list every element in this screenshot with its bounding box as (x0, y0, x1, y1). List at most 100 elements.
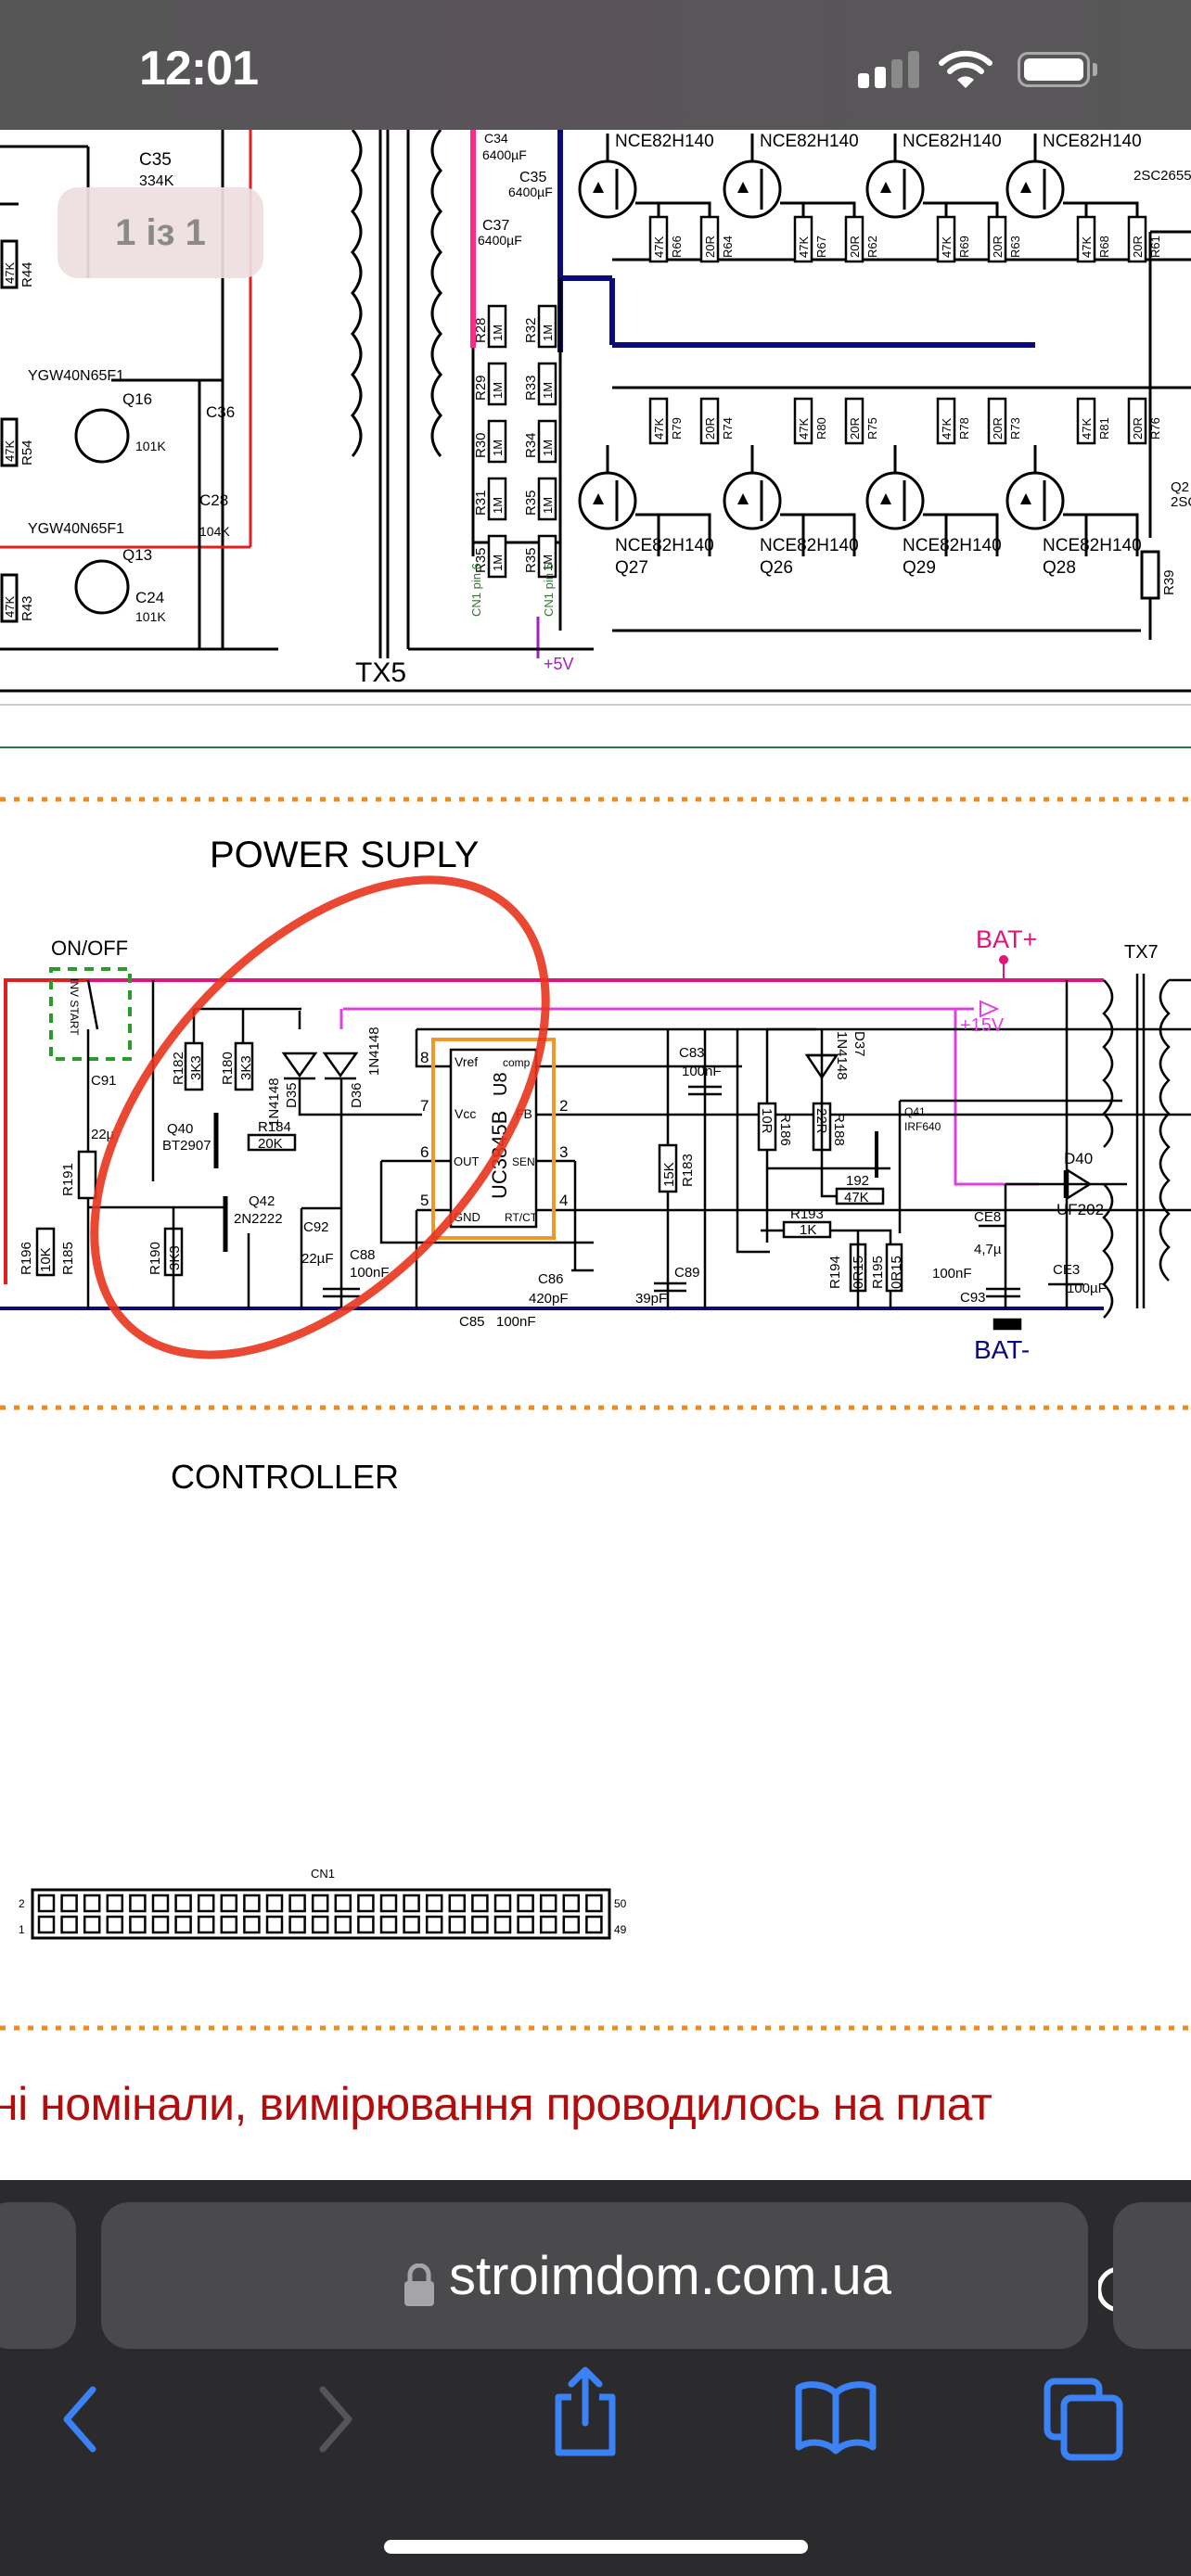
lock-icon (404, 2264, 434, 2306)
tabs-button[interactable] (1044, 2378, 1125, 2461)
label-c35b: C35 (519, 170, 546, 185)
mosfet-gate-wire (803, 513, 856, 556)
cn1-pin (174, 1915, 192, 1934)
label-q16: Q16 (122, 390, 152, 408)
label-r195-value: 0R15 (889, 1256, 904, 1289)
gate-resistor (936, 397, 956, 445)
mosfet-symbol (1005, 471, 1065, 530)
pin-num-8: 8 (420, 1049, 429, 1066)
section-title-power-supply: POWER SUPLY (210, 835, 479, 875)
cn1-pin-grid (37, 1894, 603, 1934)
mosfet-part-label: NCE82H140 (1043, 132, 1142, 151)
gate-resistor-name: R61 (1148, 236, 1162, 258)
mosfet-symbol (1005, 159, 1065, 219)
url-text[interactable]: stroimdom.com.ua (449, 2246, 892, 2306)
label-c93-value: 100nF (932, 1266, 972, 1282)
gate-resistor-name: R67 (814, 236, 828, 258)
label-r180: R180 (220, 1052, 236, 1085)
cn1-pin (220, 1915, 238, 1934)
cn1-pin (357, 1915, 375, 1934)
label-c88: C88 (350, 1247, 376, 1263)
mosfet-gate-wire (1086, 513, 1139, 556)
pin-num-4: 4 (559, 1192, 568, 1209)
gate-resistor-name: R74 (721, 417, 735, 440)
label-cn1: CN1 (311, 1867, 335, 1881)
mosfet-designator: Q26 (760, 558, 793, 578)
cn1-pin (585, 1894, 603, 1913)
gate-resistor-value: 47K (797, 418, 811, 440)
label-igbt-1: YGW40N65F1 (28, 368, 124, 384)
left-resistor-name: R44 (19, 261, 35, 287)
label-r185: R185 (60, 1242, 76, 1275)
power-supply-circuit (0, 967, 1191, 1331)
next-tab-pill[interactable] (1113, 2202, 1191, 2349)
label-plus15v: +15V (960, 1015, 1005, 1036)
label-r39: R39 (1161, 569, 1177, 595)
gate-resistor-value: 47K (940, 418, 954, 440)
cn1-pin (174, 1894, 192, 1913)
ladder-resistor (537, 534, 557, 579)
cn1-pin (448, 1915, 467, 1934)
ladder-resistor-value: 1M (541, 440, 555, 456)
cn1-pin (243, 1894, 261, 1913)
gate-resistor-value: 47K (940, 236, 954, 258)
label-q42-part: 2N2222 (234, 1211, 283, 1227)
mosfet-part-label: NCE82H140 (760, 132, 859, 151)
left-resistor-value: 47K (3, 262, 17, 284)
bookmarks-button[interactable] (793, 2380, 878, 2455)
mosfet-diode (737, 182, 749, 193)
label-r183-value: 15K (661, 1162, 677, 1187)
forward-button[interactable] (315, 2384, 358, 2455)
section-title-controller: CONTROLLER (171, 1458, 399, 1496)
cn1-pin (83, 1915, 101, 1934)
label-c86-value: 420pF (529, 1291, 569, 1307)
label-c36: C36 (206, 403, 235, 421)
label-cn1-pin5: CN1 pin 5 (542, 563, 556, 617)
cn1-pin (243, 1915, 261, 1934)
previous-tab-pill[interactable] (0, 2202, 76, 2349)
ladder-resistor (487, 477, 507, 521)
cn1-pin (129, 1894, 147, 1913)
cn1-pin (334, 1915, 352, 1934)
label-d37: D37 (852, 1031, 867, 1057)
ladder-resistor-name: R34 (523, 432, 539, 458)
label-r188-value: 22R (813, 1108, 829, 1134)
label-r194-value: 0R15 (851, 1256, 866, 1289)
cn1-pin-1: 1 (19, 1923, 25, 1936)
gate-resistor-value: 47K (652, 236, 666, 258)
cn1-pin (517, 1915, 534, 1934)
mosfet-designator: Q29 (903, 558, 936, 578)
ic-name: U8 (491, 1072, 511, 1096)
left-resistor-value: 47K (3, 440, 17, 462)
left-resistor-name: R43 (19, 595, 35, 621)
label-r196-value: 10K (38, 1247, 54, 1272)
gate-resistor-name: R79 (670, 417, 684, 440)
home-indicator[interactable] (384, 2540, 808, 2554)
cn1-pin (562, 1894, 581, 1913)
cn1-pin (403, 1915, 420, 1934)
left-resistor-name: R54 (19, 440, 35, 465)
gate-resistor-value: 20R (1131, 236, 1145, 258)
status-bar: 12:01 (0, 0, 1191, 130)
address-bar[interactable]: stroimdom.com.ua (101, 2202, 1143, 2349)
cn1-pin (83, 1894, 101, 1913)
wifi-icon (939, 50, 992, 88)
mosfet-part-label: NCE82H140 (1043, 536, 1142, 555)
gate-resistor (1127, 215, 1147, 263)
label-on-off: ON/OFF (51, 937, 128, 960)
mosfet-array (578, 134, 1147, 556)
cn1-pin (60, 1915, 78, 1934)
gate-resistor (699, 215, 720, 263)
ladder-resistor-value: 1M (491, 325, 505, 341)
cn1-pin (448, 1894, 467, 1913)
gate-resistor (987, 397, 1007, 445)
back-button[interactable] (58, 2384, 100, 2455)
label-c91-value: 22µ (91, 1127, 115, 1142)
label-q2: Q2 (1171, 479, 1189, 495)
cn1-pin (129, 1915, 147, 1934)
share-button[interactable] (551, 2366, 620, 2458)
label-d35: D35 (284, 1082, 300, 1108)
cn1-pin (517, 1894, 534, 1913)
mosfet-diode (593, 493, 604, 504)
label-q42: Q42 (249, 1193, 275, 1209)
